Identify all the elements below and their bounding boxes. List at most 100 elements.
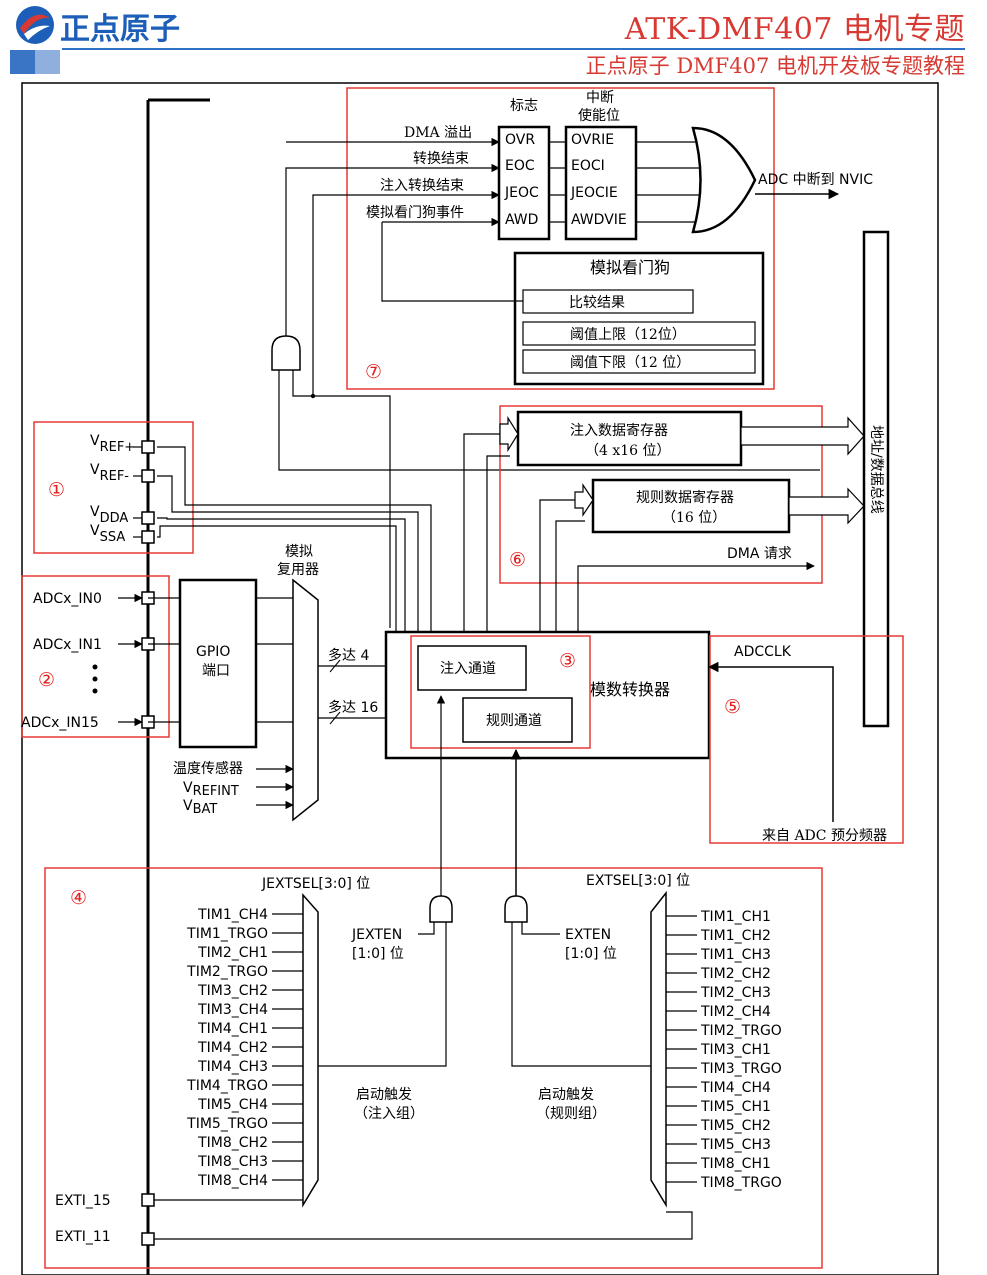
header-accent-block bbox=[10, 50, 60, 74]
adcclk-label: ADCCLK bbox=[734, 644, 792, 660]
injected-trigger-source: TIM2_CH1 bbox=[197, 945, 268, 961]
ref-pin-label: VREF- bbox=[90, 462, 129, 484]
injected-trigger-label-2: （注入组） bbox=[354, 1106, 424, 1122]
region-1-box bbox=[33, 421, 194, 554]
regular-trigger-source: TIM1_CH3 bbox=[700, 947, 771, 963]
input-pin-label: ADCx_IN1 bbox=[33, 637, 102, 653]
regular-trigger-label-2: （规则组） bbox=[536, 1106, 606, 1122]
header-divider bbox=[62, 48, 965, 50]
injected-trigger-source: TIM5_CH4 bbox=[197, 1097, 268, 1113]
enable-bit-label: EOCI bbox=[571, 158, 605, 174]
analog-watchdog-box bbox=[513, 251, 765, 386]
adc-converter-label: 模数转换器 bbox=[590, 680, 670, 699]
page-subtitle: 正点原子 DMF407 电机开发板专题教程 bbox=[585, 54, 965, 78]
brand-logo-text: 正点原子 bbox=[60, 12, 180, 47]
gpio-label-2: 端口 bbox=[202, 663, 230, 679]
up-to-4-label: 多达 4 bbox=[328, 647, 369, 664]
temp-sensor-label: 温度传感器 bbox=[173, 760, 243, 777]
input-pin-label: ADCx_IN15 bbox=[21, 715, 99, 731]
dma-request-label: DMA 请求 bbox=[727, 546, 792, 562]
regular-trigger-source: TIM2_CH4 bbox=[700, 1004, 771, 1020]
vbat-label: VBAT bbox=[183, 798, 217, 817]
exten-label-2: [1:0] 位 bbox=[565, 946, 617, 962]
injected-trigger-source: TIM5_TRGO bbox=[186, 1116, 268, 1132]
injected-register-label-2: （4 x16 位） bbox=[585, 443, 671, 459]
regular-trigger-source: TIM8_CH1 bbox=[700, 1156, 771, 1172]
injected-trigger-source: TIM1_TRGO bbox=[186, 926, 268, 942]
nvic-output-label: ADC 中断到 NVIC bbox=[758, 172, 873, 188]
injected-channel-box bbox=[417, 645, 527, 691]
flag-event-label: 转换结束 bbox=[413, 150, 469, 167]
injected-trigger-mux bbox=[302, 893, 319, 1208]
exti11-label: EXTI_11 bbox=[55, 1229, 111, 1245]
regular-trigger-source: TIM2_CH2 bbox=[700, 966, 771, 982]
injected-channel-label: 注入通道 bbox=[440, 661, 496, 677]
flag-register-box bbox=[497, 125, 551, 241]
regular-trigger-source: TIM3_CH1 bbox=[700, 1042, 771, 1058]
ref-pin-box bbox=[141, 530, 155, 544]
region-7-box bbox=[346, 87, 775, 390]
regular-trigger-source: TIM4_CH4 bbox=[700, 1080, 771, 1096]
jexten-and-gate bbox=[429, 895, 453, 923]
ref-pin-label: VDDA bbox=[90, 504, 128, 526]
mux-label-1: 模拟 bbox=[285, 544, 313, 560]
eoc-and-gate bbox=[271, 335, 301, 371]
injected-trigger-source: TIM3_CH2 bbox=[197, 983, 268, 999]
injected-trigger-source: TIM8_CH2 bbox=[197, 1135, 268, 1151]
injected-trigger-source: TIM4_TRGO bbox=[186, 1078, 268, 1094]
injected-trigger-label-1: 启动触发 bbox=[356, 1087, 412, 1103]
jexten-label-2: [1:0] 位 bbox=[352, 946, 404, 962]
extsel-label: EXTSEL[3:0] 位 bbox=[586, 873, 690, 889]
ref-pin-label: VREF+ bbox=[90, 433, 135, 455]
exti11-pin bbox=[141, 1232, 155, 1246]
high-threshold-box bbox=[522, 321, 756, 346]
regular-channel-box bbox=[462, 697, 573, 743]
regular-trigger-source: TIM2_TRGO bbox=[700, 1023, 782, 1039]
injected-trigger-source: TIM3_CH4 bbox=[197, 1002, 268, 1018]
injected-trigger-source: TIM4_CH3 bbox=[197, 1059, 268, 1075]
region-4-box bbox=[44, 867, 823, 1269]
regular-register-label-2: （16 位） bbox=[662, 510, 726, 526]
injected-trigger-source: TIM4_CH1 bbox=[197, 1021, 268, 1037]
regular-channel-label: 规则通道 bbox=[486, 713, 542, 729]
watchdog-row-2: 阈值下限（12 位） bbox=[570, 355, 690, 371]
watchdog-title: 模拟看门狗 bbox=[590, 258, 670, 277]
page-title: ATK-DMF407 电机专题 bbox=[624, 12, 965, 47]
enable-register-box bbox=[564, 125, 638, 241]
ref-pin-label: VSSA bbox=[90, 523, 125, 545]
regular-trigger-source: TIM5_CH2 bbox=[700, 1118, 771, 1134]
enable-bit-label: AWDVIE bbox=[571, 212, 627, 228]
flag-bit-label: AWD bbox=[505, 212, 538, 228]
injected-trigger-source: TIM2_TRGO bbox=[186, 964, 268, 980]
marker-1: ① bbox=[48, 479, 65, 501]
marker-2: ② bbox=[38, 669, 55, 691]
mux-label-2: 复用器 bbox=[277, 561, 319, 578]
marker-7: ⑦ bbox=[365, 361, 382, 383]
injected-trigger-source: TIM4_CH2 bbox=[197, 1040, 268, 1056]
marker-3: ③ bbox=[559, 650, 576, 672]
analog-multiplexer bbox=[292, 578, 319, 822]
injected-trigger-source: TIM8_CH3 bbox=[197, 1154, 268, 1170]
low-threshold-box bbox=[522, 349, 756, 374]
ref-pin-box bbox=[141, 469, 155, 483]
flag-bit-label: OVR bbox=[505, 132, 535, 148]
prescaler-label: 来自 ADC 预分频器 bbox=[762, 828, 887, 844]
enable-bit-label: JEOCIE bbox=[570, 185, 618, 201]
nvic-or-gate bbox=[691, 126, 757, 234]
exti15-label: EXTI_15 bbox=[55, 1193, 111, 1209]
marker-6: ⑥ bbox=[509, 549, 526, 571]
exti15-pin bbox=[141, 1193, 155, 1207]
watchdog-row-1: 阈值上限（12位） bbox=[570, 327, 686, 343]
gpio-port-box bbox=[178, 578, 258, 749]
injected-register-label-1: 注入数据寄存器 bbox=[570, 422, 668, 439]
flag-event-label: DMA 溢出 bbox=[404, 125, 472, 141]
regular-register-label-1: 规则数据寄存器 bbox=[636, 489, 734, 506]
up-to-16-label: 多达 16 bbox=[328, 699, 378, 716]
regular-trigger-source: TIM3_TRGO bbox=[700, 1061, 782, 1077]
regular-trigger-source: TIM5_CH1 bbox=[700, 1099, 771, 1115]
ref-pin-box bbox=[141, 511, 155, 525]
region-6-box bbox=[499, 405, 823, 584]
enable-bit-label: OVRIE bbox=[571, 132, 614, 148]
marker-5: ⑤ bbox=[724, 696, 741, 718]
